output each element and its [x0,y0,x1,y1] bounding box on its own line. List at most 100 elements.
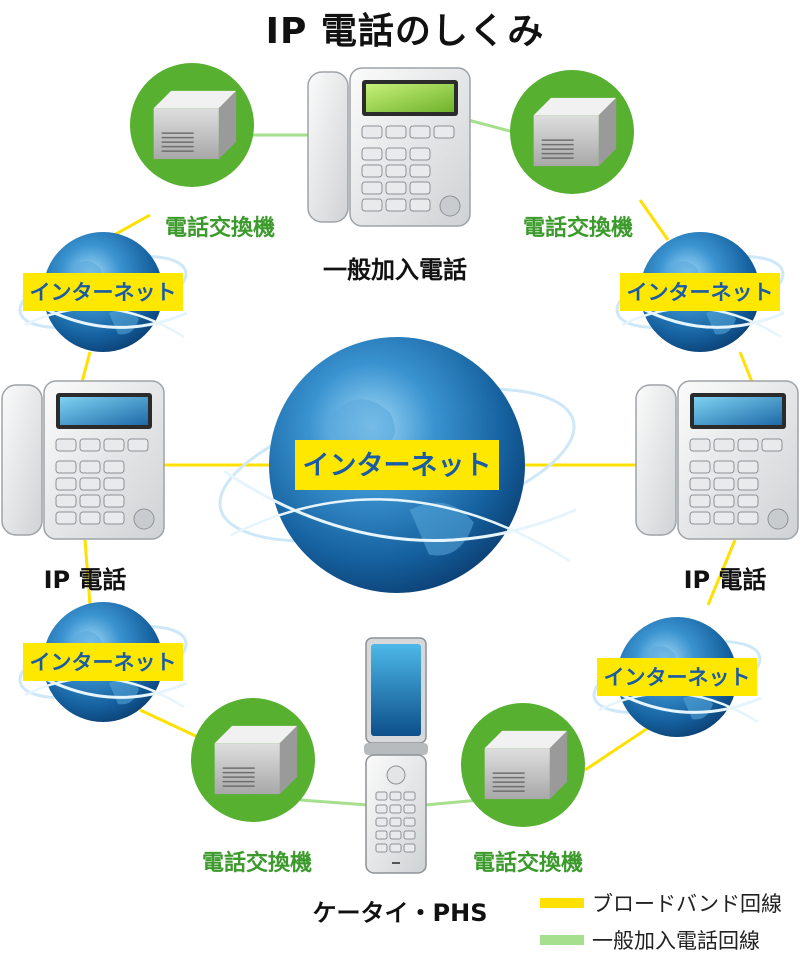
page-title: IP 電話のしくみ [265,11,545,52]
keypad-key [385,164,407,178]
function-key [79,438,101,452]
keypad-key [389,843,402,853]
switch-bottom-right-label: 電話交換機 [472,851,583,876]
internet-top-right: インターネット [615,232,785,352]
keypad-key [385,181,407,195]
handset [1,384,43,536]
mobile-label: ケータイ・PHS [312,899,488,927]
ip-phone-left [1,380,165,540]
keypad-key [375,843,388,853]
keypad-key [409,147,431,161]
hinge [364,743,428,755]
keypad-key [713,511,735,525]
internet-label-plate [295,440,499,490]
internet-label-plate [23,273,183,311]
keypad-key [361,147,383,161]
keypad-key [389,804,402,814]
mobile-screen [371,644,421,736]
internet-label: インターネット [30,281,177,305]
broadband-line-ipright-internet-br [706,539,737,606]
legend-label-broadband: ブロードバンド回線 [592,892,783,916]
legend-item-broadband: ブロードバンド回線 [540,885,808,921]
keypad-key [361,198,383,212]
keypad-key [375,804,388,814]
keypad-key [103,460,125,474]
function-key [689,438,711,452]
server-box-top [153,90,237,109]
keypad-key [713,494,735,508]
switch-top-left [130,63,254,187]
keypad-key [737,460,759,474]
handset [635,384,677,536]
legend-swatch-broadband [540,898,584,908]
function-key [713,438,735,452]
keypad-key [737,511,759,525]
keypad-key [689,511,711,525]
server-box-top [214,725,298,744]
keypad-key [55,460,77,474]
internet-label-plate [23,643,183,681]
keypad-key [385,198,407,212]
function-key [761,438,783,452]
ip-phone-left-label: IP 電話 [43,566,127,594]
ip-phone-right [635,380,799,540]
internet-label: インターネット [627,281,774,305]
keypad-key [55,511,77,525]
internet-label-plate [620,273,780,311]
mobile-phone [364,637,428,874]
keypad-key [713,460,735,474]
continent-shape [409,502,474,556]
switch-bottom-right [461,703,585,827]
keypad-key [689,494,711,508]
landline-line-mobile-br-switch [424,798,481,807]
function-key [433,125,455,139]
orbit-ring [230,498,571,563]
keypad-key [409,164,431,178]
broadband-line-tl-internet-ipleft [80,351,92,383]
keypad-key [361,181,383,195]
switch-top-left-label: 電話交換機 [164,216,275,241]
internet-label: インターネット [30,651,177,675]
function-key [361,125,383,139]
keypad-key [375,830,388,840]
broadband-line-tr-switch-internet [638,199,670,241]
keypad-key [403,817,416,827]
keypad-key [403,804,416,814]
function-key [385,125,407,139]
switch-top-right-label: 電話交換機 [522,216,633,241]
legend-item-landline: 一般加入電話回線 [540,922,808,958]
keypad-key [79,477,101,491]
speaker-icon [767,508,789,530]
speaker-icon [133,508,155,530]
switch-bottom-left [191,698,315,822]
keypad-key [403,843,416,853]
server-box-side [218,90,237,160]
switch-top-right [510,70,634,194]
broadband-line-tr-internet-ipright [738,351,754,383]
keypad-key [389,791,402,801]
lcd-screen [60,397,148,425]
internet-label: インターネット [604,666,751,690]
orbit-ring [223,470,577,543]
landline-phone [307,67,471,227]
keypad-key [55,494,77,508]
speaker-icon [439,195,461,217]
keypad-key [409,181,431,195]
keypad-key [403,830,416,840]
keypad-key [375,791,388,801]
keypad-key [713,477,735,491]
internet-label: インターネット [303,451,492,482]
internet-label-plate [597,658,757,696]
function-key [127,438,149,452]
nav-key-icon [386,765,406,785]
server-box-top [533,97,617,116]
keypad-key [79,494,101,508]
keypad-key [689,460,711,474]
lcd-screen [694,397,782,425]
internet-center: インターネット [218,337,577,593]
function-key [409,125,431,139]
keypad-key [103,511,125,525]
keypad-key [389,817,402,827]
